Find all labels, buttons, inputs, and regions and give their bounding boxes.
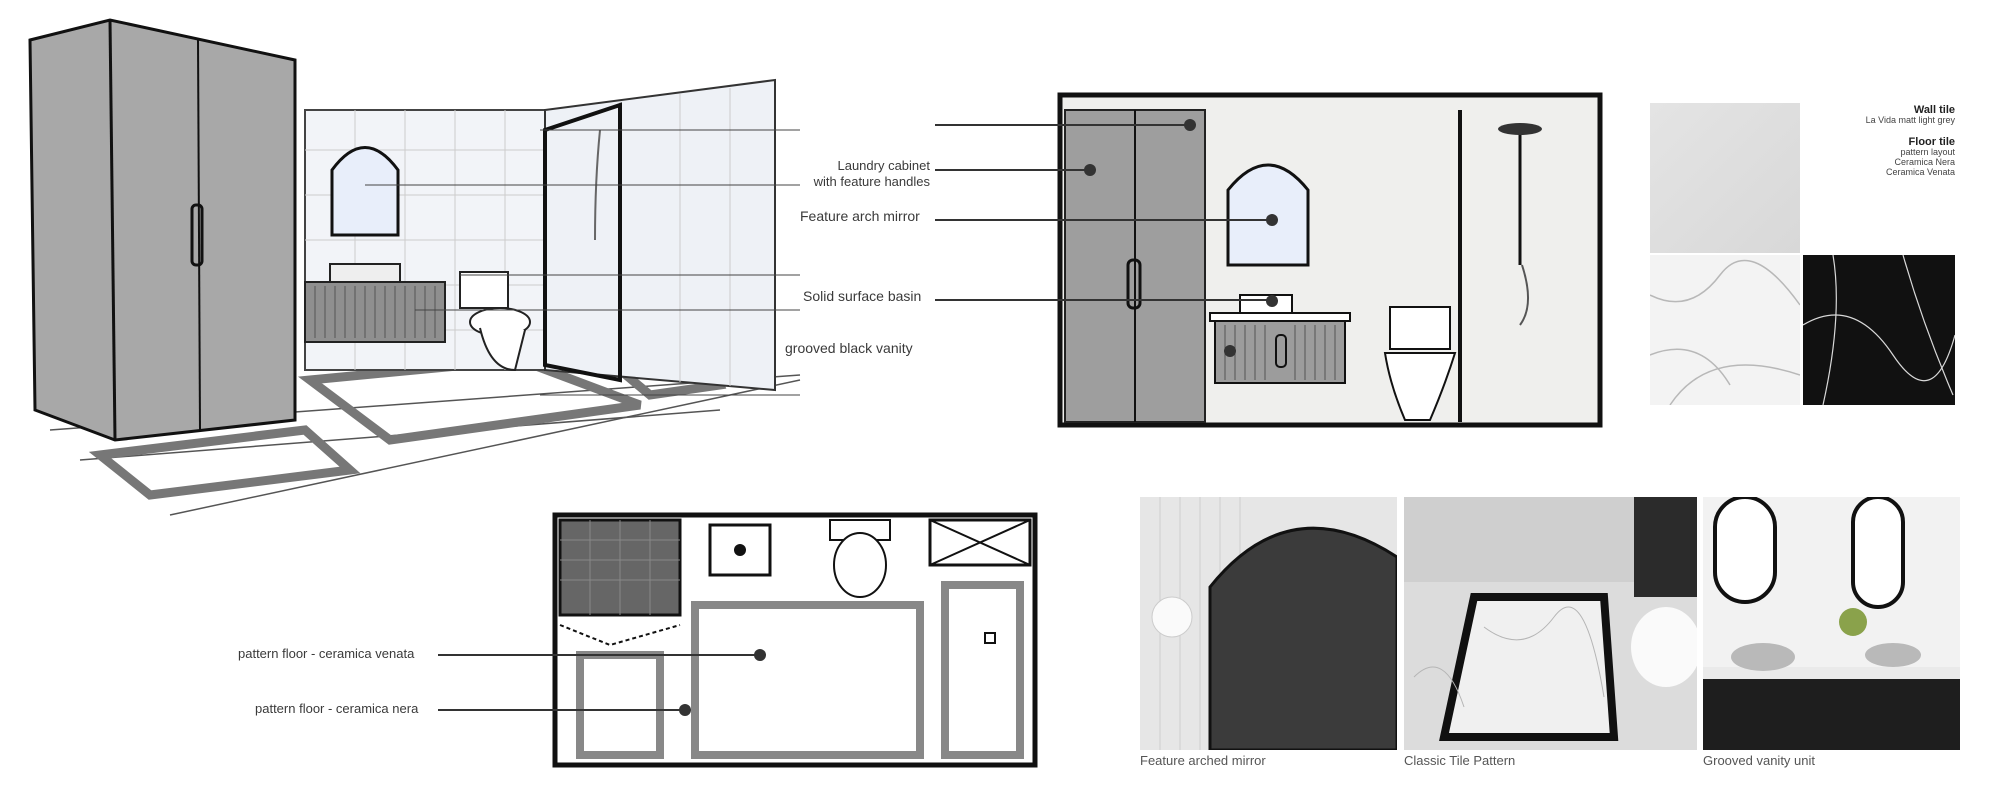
floor-tile-line-1: pattern layout (1900, 147, 1955, 157)
photo-arched-mirror (1140, 497, 1397, 750)
swatch-notes: Wall tile La Vida matt light grey Floor … (1810, 105, 1955, 185)
vanity-illustration (1703, 497, 1960, 750)
wall-tile-title: Wall tile (1913, 104, 1955, 116)
tile-pattern-illustration (1404, 497, 1697, 741)
arch-mirror-label: Feature arch mirror (800, 208, 920, 224)
laundry-label-line1: Laundry cabinet (837, 158, 930, 173)
vanity-label: grooved black vanity (785, 340, 913, 356)
wall-tile-swatch (1650, 103, 1800, 253)
elevation-sketch (1057, 92, 1603, 428)
floor-plan (530, 512, 1038, 768)
floor-tile-line-2: Ceramica Nera (1894, 157, 1955, 167)
photo-vanity (1703, 497, 1960, 750)
venata-veins (1650, 259, 1800, 405)
nera-floor-label: pattern floor - ceramica nera (255, 701, 419, 716)
photo-tile-pattern (1404, 497, 1697, 750)
floor-tile-title: Floor tile (1908, 136, 1955, 148)
venata-tile-swatch (1650, 255, 1800, 405)
perspective-sketch (28, 18, 801, 516)
caption-vanity: Grooved vanity unit (1703, 753, 1816, 768)
arched-mirror-illustration (1151, 497, 1397, 750)
nera-veins (1803, 255, 1955, 405)
wall-tile-desc: La Vida matt light grey (1865, 115, 1955, 125)
venata-floor-label: pattern floor - ceramica venata (238, 646, 415, 661)
floor-tile-line-3: Ceramica Venata (1885, 167, 1955, 177)
laundry-cabinet-label: Laundry cabinet with feature handles (790, 158, 930, 190)
caption-arched-mirror: Feature arched mirror (1140, 753, 1266, 768)
nera-tile-swatch (1803, 255, 1955, 405)
plan-label-leaders (438, 654, 530, 711)
basin-label: Solid surface basin (803, 288, 922, 304)
elevation-leaders (935, 124, 1273, 301)
caption-tile-pattern: Classic Tile Pattern (1404, 753, 1516, 768)
laundry-label-line2: with feature handles (813, 174, 930, 189)
